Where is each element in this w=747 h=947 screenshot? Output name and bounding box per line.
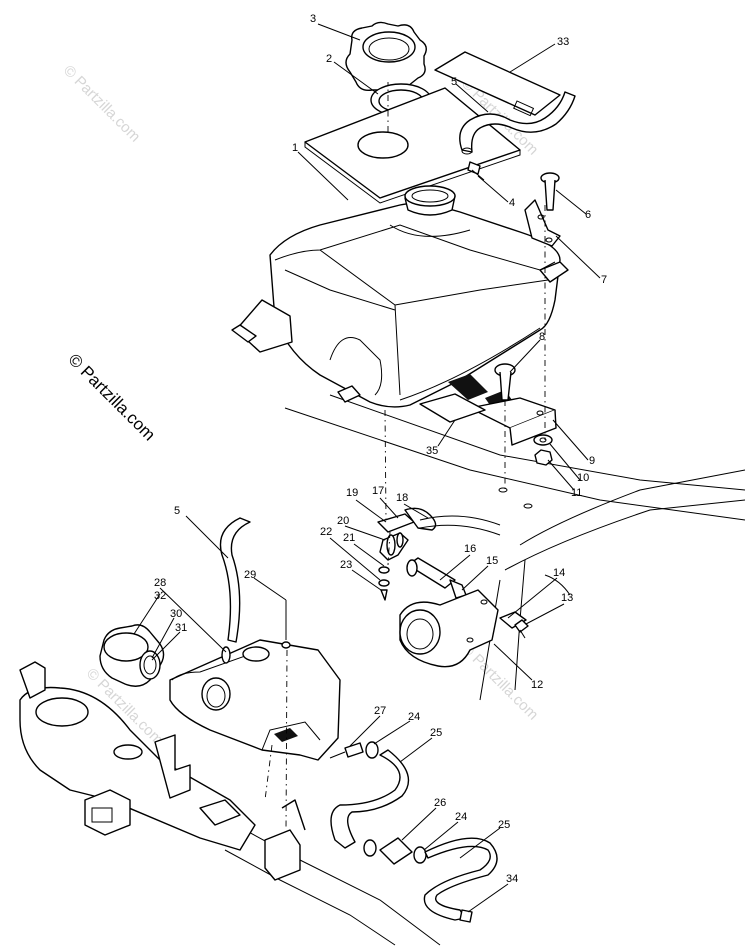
callout-15: 15 — [486, 555, 498, 567]
callout-23: 23 — [340, 559, 352, 571]
callout-20: 20 — [337, 515, 349, 527]
petcock-assembly — [377, 507, 501, 601]
callout-4: 4 — [509, 197, 515, 209]
vent-hose-top — [459, 91, 576, 155]
callout-35: 35 — [426, 445, 438, 457]
callout-14: 14 — [553, 567, 565, 579]
callout-29: 29 — [244, 569, 256, 581]
callout-32: 32 — [154, 590, 166, 602]
bracket-9 — [469, 397, 557, 446]
callout-33: 33 — [557, 36, 569, 48]
gas-cap — [345, 21, 427, 93]
nut-11 — [534, 449, 553, 466]
callout-22: 22 — [320, 526, 332, 538]
callout-16: 16 — [464, 543, 476, 555]
washer-10 — [533, 434, 553, 446]
callout-25-upper: 25 — [430, 727, 442, 739]
oil-cap — [99, 624, 165, 687]
callout-30: 30 — [170, 608, 182, 620]
clip-14 — [499, 611, 527, 629]
tank-pad-plate — [304, 87, 521, 204]
callout-10: 10 — [577, 472, 589, 484]
callout-13: 13 — [561, 592, 573, 604]
fuel-filter — [406, 557, 467, 599]
bolt-8 — [494, 363, 516, 401]
leader-lines — [133, 23, 601, 913]
callout-9: 9 — [589, 455, 595, 467]
callout-5-top: 5 — [451, 76, 457, 88]
callout-19: 19 — [346, 487, 358, 499]
callout-26: 26 — [434, 797, 446, 809]
bracket-7 — [524, 199, 561, 247]
callout-17: 17 — [372, 485, 384, 497]
callout-24-upper: 24 — [408, 711, 420, 723]
bolt-6 — [540, 172, 560, 211]
dipstick — [281, 600, 291, 649]
callout-11: 11 — [571, 487, 582, 499]
screw-13 — [514, 619, 529, 639]
callout-8: 8 — [539, 331, 545, 343]
callout-18: 18 — [396, 492, 408, 504]
callout-12: 12 — [531, 679, 543, 691]
lower-frame — [19, 661, 306, 881]
intake-boot — [399, 589, 499, 668]
callout-1: 1 — [292, 142, 298, 154]
callout-31: 31 — [175, 622, 187, 634]
callout-3: 3 — [310, 13, 316, 25]
oil-tank — [169, 639, 341, 761]
callout-labels: 3 2 33 5 1 4 6 7 8 9 10 11 35 19 17 18 2… — [154, 13, 607, 885]
decal-35 — [419, 393, 486, 423]
callout-2: 2 — [326, 53, 332, 65]
vent-hose-lower — [219, 517, 251, 643]
callout-28: 28 — [154, 577, 166, 589]
callout-25-lower: 25 — [498, 819, 510, 831]
callout-21: 21 — [343, 532, 355, 544]
assembly-lines — [264, 82, 546, 831]
fuel-tank — [231, 185, 569, 408]
callout-34: 34 — [506, 873, 518, 885]
callout-7: 7 — [601, 274, 607, 286]
small-bolt-4 — [467, 161, 485, 181]
callout-27: 27 — [374, 705, 386, 717]
callout-24-lower: 24 — [455, 811, 467, 823]
oil-line-assembly — [329, 741, 498, 923]
seat-plate — [434, 51, 561, 117]
callout-6: 6 — [585, 209, 591, 221]
callout-5-lower: 5 — [174, 505, 180, 517]
